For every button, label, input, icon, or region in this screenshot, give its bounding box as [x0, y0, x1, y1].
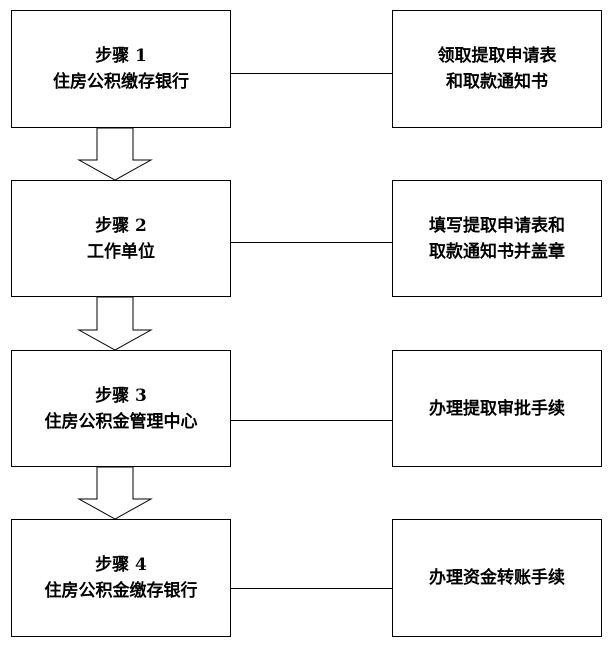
step-1-box: 步骤 1 住房公积缴存银行 [11, 10, 231, 128]
down-arrow-1-icon [77, 127, 153, 181]
step-1-action-box: 领取提取申请表 和取款通知书 [392, 10, 602, 128]
step-2-label: 步骤 2 [95, 215, 147, 236]
step-2-box: 步骤 2 工作单位 [11, 180, 231, 297]
step-2-action-line-2: 取款通知书并盖章 [429, 241, 565, 262]
step-3-box: 步骤 3 住房公积金管理中心 [11, 350, 231, 467]
step-3-action-line-1: 办理提取审批手续 [429, 398, 565, 419]
step-2-action-box: 填写提取申请表和 取款通知书并盖章 [392, 180, 602, 297]
step-1-action-line-1: 领取提取申请表 [437, 46, 557, 66]
step-4-action-line-1: 办理资金转账手续 [429, 568, 565, 588]
step-3-action-box: 办理提取审批手续 [392, 350, 602, 467]
down-arrow-2-icon [77, 296, 153, 351]
down-arrow-3-icon [77, 466, 153, 520]
step-4-label: 步骤 4 [95, 555, 147, 575]
step-3-org: 住房公积金管理中心 [44, 411, 198, 432]
step-1-org: 住房公积缴存银行 [53, 72, 189, 92]
step-4-org: 住房公积金缴存银行 [44, 581, 198, 601]
step-1-label: 步骤 1 [95, 46, 147, 66]
step-2-org: 工作单位 [87, 241, 155, 262]
step-4-connector [231, 588, 392, 589]
step-2-action-line-1: 填写提取申请表和 [429, 215, 565, 236]
step-1-action-line-2: 和取款通知书 [446, 72, 548, 92]
step-3-label: 步骤 3 [95, 385, 147, 406]
step-2-connector [231, 242, 392, 243]
step-3-connector [231, 420, 392, 421]
step-4-box: 步骤 4 住房公积金缴存银行 [11, 519, 231, 637]
step-1-connector [231, 73, 392, 74]
step-4-action-box: 办理资金转账手续 [392, 519, 602, 637]
